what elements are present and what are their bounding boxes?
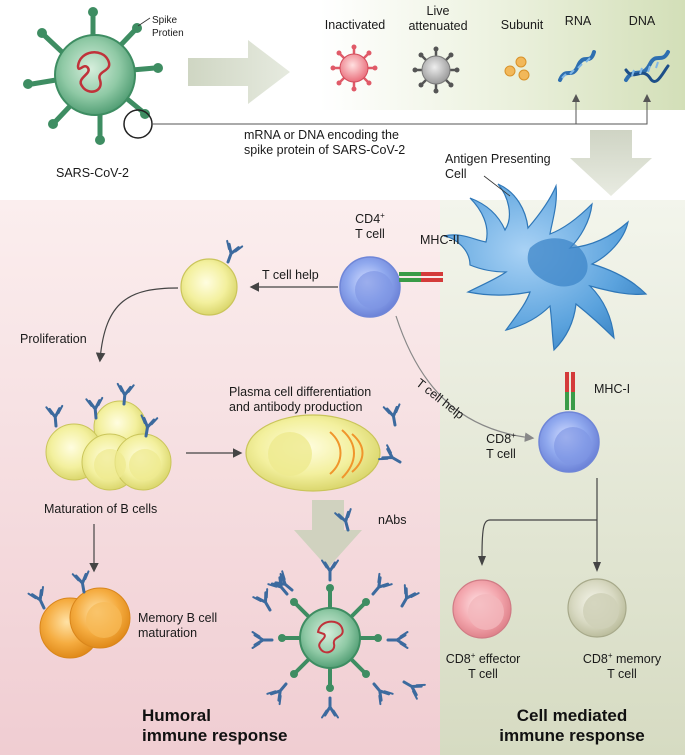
spike-to-nucleic-line [152,98,648,125]
live-attenuated-virus-icon [412,46,460,94]
plasma-differentiation-label: Plasma cell differentiation and antibody… [229,385,372,414]
cd8-effector-mid: effector [475,652,521,666]
vaccine-panel [320,0,685,110]
cd8-nucleus [554,427,592,465]
mhc-i-label: MHC-I [594,382,631,396]
proliferation-arrow [95,287,179,363]
naive-b-cell [180,258,238,316]
cd4-label-pre: CD4 [355,212,381,226]
rna-label: RNA [564,14,592,28]
mhc-ii-tcr-complex [399,272,443,282]
proliferation-label: Proliferation [20,332,87,346]
humoral-response-title: Humoral immune response [142,706,288,745]
cd8-memory-mid: memory [612,652,662,666]
live-attenuated-label: Live attenuated [408,4,468,33]
rna-strand-icon [558,50,596,82]
subunit-icon [504,56,530,81]
neutralized-virion [278,584,382,692]
b-cell-cluster [44,382,172,491]
virus-name-label: SARS-CoV-2 [56,166,129,180]
maturation-label: Maturation of B cells [44,502,158,516]
apc-label: Antigen Presenting Cell [445,152,551,181]
cd8-label-sup: + [511,430,516,440]
sars-cov-2-virion [23,7,163,145]
mrna-note-label: mRNA or DNA encoding the spike protein o… [244,128,406,157]
cd4-label-sup: + [380,210,385,220]
plasma-cell [245,414,381,492]
t-cell-help-to-cd8-arrow [395,315,535,442]
cd4-label: CD4+ T cell [340,210,400,242]
cd8-label-post: T cell [486,447,516,461]
cd8-effector-nucleus [468,594,504,630]
cd8-memory-label: CD8+ memory T cell [566,650,678,682]
inactivated-label: Inactivated [324,18,386,32]
delivery-to-apc-arrow [570,130,652,196]
memory-b-cells [27,569,131,659]
cd8-effector-pre: CD8 [445,652,471,666]
dna-arrowhead [643,94,651,102]
effector-arrowhead [478,556,486,566]
mhc-i-tcr-complex [565,372,575,410]
memory-arrowhead [593,562,601,572]
cd8-memory-pre: CD8 [582,652,608,666]
cd8-memory-sup: + [607,650,613,660]
subunit-label: Subunit [500,18,544,32]
vaccine-design-arrow [188,40,290,104]
t-cell-help-label: T cell help [262,268,319,282]
cd8-effector-post: T cell [468,667,498,681]
cd8-effector-sup: + [470,650,476,660]
inactivated-virus-icon [330,44,378,92]
cd4-nucleus [355,271,393,309]
neutralization-arrow [294,500,362,568]
cd8-label: CD8+ T cell [470,430,532,462]
mhc-ii-label: MHC-II [420,233,460,247]
nabs-label: nAbs [378,513,407,527]
spike-protein-text: Spike Protien [152,15,184,39]
cell-mediated-response-title: Cell mediated immune response [499,706,645,745]
cd8-memory-nucleus [583,593,619,629]
cd4-label-post: T cell [355,227,385,241]
antigen-presenting-cell [443,183,648,352]
cd8-effector-label: CD8+ effector T cell [432,650,534,682]
spike-protein-label: Spike Protien [152,14,184,40]
spike-highlight-circle [123,109,153,139]
apc-label-leader [483,175,511,197]
dna-helix-icon [624,50,670,83]
cd8-label-pre: CD8 [486,432,512,446]
cd8-memory-post: T cell [607,667,637,681]
cd8-differentiation-branch [481,478,598,564]
dna-label: DNA [628,14,656,28]
spike-label-leader [137,17,151,27]
rna-arrowhead [572,94,580,102]
memory-b-label: Memory B cell maturation [138,611,218,640]
